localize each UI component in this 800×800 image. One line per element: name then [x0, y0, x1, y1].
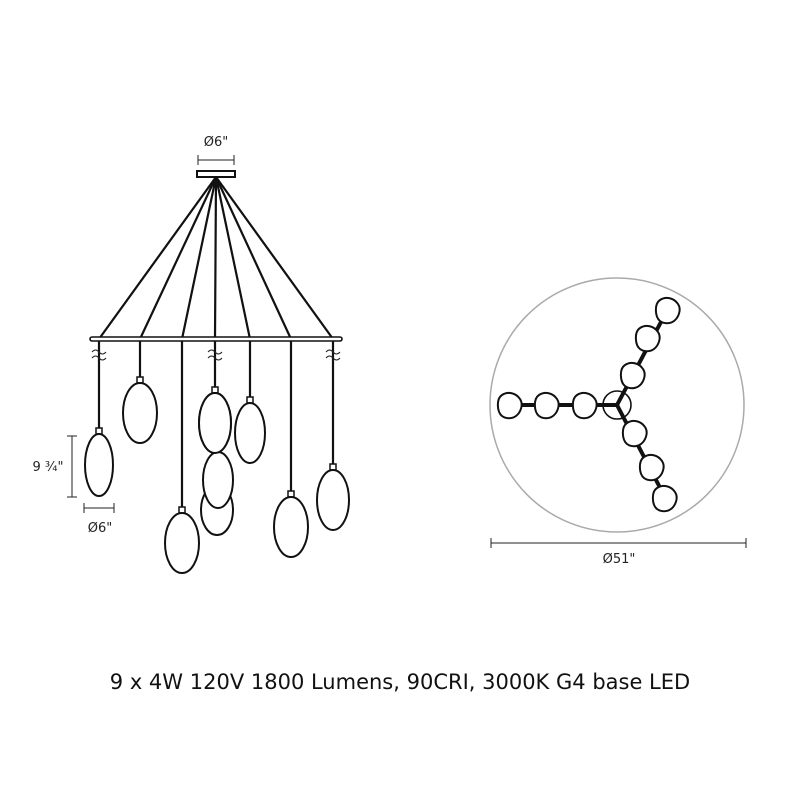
pendant-plan-blob: [638, 453, 665, 482]
canopy-dimension-label: Ø6": [204, 135, 228, 150]
pendant-plan-blob: [634, 324, 661, 353]
side-elevation-view: Ø6" 9 ¾" Ø6": [33, 135, 350, 574]
specification-caption: 9 x 4W 120V 1800 Lumens, 90CRI, 3000K G4…: [109, 670, 691, 694]
suspension-cable: [214, 176, 252, 340]
glass-pendant: [84, 433, 114, 497]
plan-view: Ø51": [489, 277, 747, 567]
suspension-cables: [98, 176, 334, 340]
suspension-cable: [139, 176, 217, 340]
overall-diameter-dimension: Ø51": [490, 538, 747, 567]
pendant-plan-blob: [621, 419, 648, 448]
pendant-plan-blob: [619, 361, 646, 390]
glass-pendant: [122, 382, 158, 444]
glass-pendant: [202, 451, 234, 509]
suspension-cable: [98, 176, 217, 340]
pendant-plan-blob: [654, 296, 681, 325]
pendant-drops: [84, 341, 350, 574]
suspension-cable: [213, 176, 218, 340]
cable-break-mark: [207, 349, 223, 361]
ring-bar: [89, 336, 343, 342]
pendant-diameter-dimension: Ø6": [83, 503, 115, 536]
glass-pendant: [273, 496, 309, 558]
canopy-dimension: Ø6": [197, 135, 235, 165]
canopy: [196, 170, 236, 178]
suspension-cable: [180, 176, 218, 340]
pendant-plan-blob: [651, 484, 678, 513]
hub: [602, 390, 632, 420]
cable-break-mark: [91, 349, 107, 361]
pendant-height-label: 9 ¾": [33, 460, 64, 475]
glass-pendant: [198, 392, 232, 454]
arms: [496, 296, 681, 513]
glass-pendant: [234, 402, 266, 464]
pendant-plan-blob: [496, 391, 523, 420]
suspension-cable: [215, 176, 334, 340]
pendant-diameter-label: Ø6": [88, 521, 112, 536]
glass-pendant: [316, 469, 350, 531]
overall-footprint-circle: [489, 277, 745, 533]
glass-pendant: [164, 512, 200, 574]
suspension-cable: [215, 176, 292, 340]
pendant-plan-blob: [571, 391, 598, 420]
cable-break-mark: [325, 349, 341, 361]
height-dimension: 9 ¾": [33, 435, 77, 498]
overall-diameter-label: Ø51": [603, 552, 636, 567]
pendant-plan-blob: [533, 391, 560, 420]
